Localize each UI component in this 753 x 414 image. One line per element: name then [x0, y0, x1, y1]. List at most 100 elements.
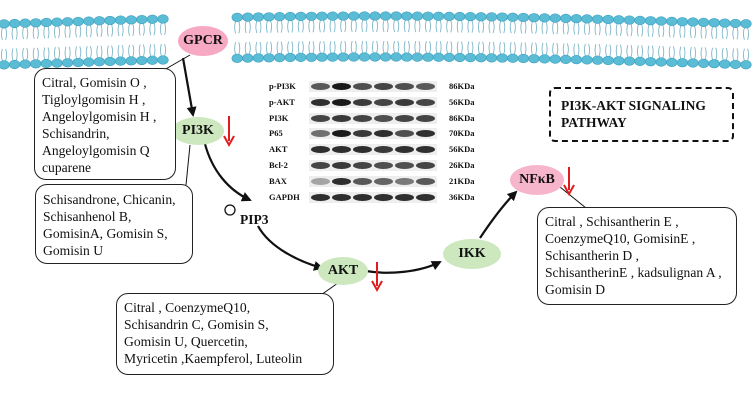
lipid-head	[443, 52, 455, 62]
lipid-head	[51, 58, 63, 68]
blot-band	[374, 98, 393, 106]
lipid-tail	[725, 47, 728, 61]
lipid-tail	[238, 21, 241, 34]
lipid-tail	[100, 45, 103, 58]
blot-band	[374, 130, 393, 138]
lipid-tail	[747, 27, 750, 40]
lipid-head	[337, 52, 349, 62]
lipid-tail	[344, 19, 347, 33]
lipid-tail	[630, 23, 633, 37]
lipid-tail	[53, 46, 56, 60]
lipid-tail	[725, 26, 728, 40]
compound-line: Schisanhenol B,	[43, 209, 132, 224]
nfkb-compound-box: Citral , Schisantherin E , CoenzymeQ10, …	[537, 207, 737, 305]
lipid-head	[358, 52, 371, 62]
lipid-tail	[424, 20, 427, 33]
lipid-tail	[689, 25, 692, 39]
lipid-tail	[248, 20, 251, 34]
lipid-head	[369, 11, 381, 21]
lipid-tail	[287, 41, 290, 54]
lipid-tail	[715, 47, 718, 60]
lipid-tail	[26, 48, 29, 61]
lipid-tail	[530, 21, 533, 34]
lipid-tail	[471, 20, 474, 33]
lipid-head	[486, 12, 498, 22]
lipid-head	[19, 59, 31, 69]
lipid-head	[697, 17, 710, 27]
lipid-tail	[329, 40, 332, 54]
lipid-tail	[26, 27, 29, 40]
lipid-tail	[32, 26, 35, 39]
blot-protein-label: Bcl-2	[269, 160, 288, 170]
lipid-head	[51, 17, 63, 27]
lipid-tail	[280, 20, 283, 33]
lipid-tail	[32, 47, 35, 60]
lipid-tail	[450, 20, 453, 33]
pip3-label: PIP3	[240, 212, 269, 227]
compound-line: Citral, Gomisin O ,	[42, 75, 147, 90]
blot-kda-label: 56KDa	[449, 96, 475, 107]
lipid-tail	[647, 45, 650, 58]
blot-lane	[309, 191, 437, 203]
lipid-tail	[0, 27, 3, 41]
compound-line: Gomisin U, Quercetin,	[124, 334, 248, 349]
lipid-tail	[53, 25, 56, 39]
lipid-tail	[503, 20, 506, 34]
lipid-head	[305, 52, 318, 62]
lipid-tail	[456, 41, 459, 54]
lipid-tail	[668, 46, 671, 59]
lipid-tail	[265, 41, 268, 54]
blot-band	[332, 98, 351, 106]
lipid-head	[295, 52, 307, 62]
lipid-head	[528, 13, 540, 23]
lipid-tail	[471, 41, 474, 54]
lipid-head	[284, 11, 296, 22]
lipid-tail	[658, 24, 661, 38]
lipid-tail	[68, 46, 71, 59]
lipid-head	[507, 12, 519, 22]
lipid-tail	[641, 24, 644, 37]
lipid-tail	[15, 48, 18, 61]
lipid-tail	[598, 44, 601, 57]
lipid-head	[316, 52, 328, 62]
lipid-tail	[403, 40, 406, 54]
lipid-tail	[732, 48, 735, 61]
lipid-head	[327, 52, 339, 62]
blot-kda-label: 56KDa	[449, 144, 475, 155]
blot-band	[332, 83, 351, 90]
lipid-head	[380, 52, 392, 62]
pip3-to-akt-arrow	[257, 225, 324, 271]
lipid-tail	[255, 41, 258, 55]
lipid-tail	[700, 26, 703, 39]
compound-line: Citral , Schisantherin E ,	[545, 214, 679, 229]
lipid-tail	[552, 42, 555, 56]
lipid-tail	[711, 26, 714, 39]
lipid-tail	[615, 44, 618, 57]
lipid-tail	[68, 25, 71, 38]
lipid-tail	[386, 19, 389, 33]
lipid-head	[316, 11, 328, 21]
lipid-tail	[552, 21, 555, 35]
lipid-head	[19, 18, 31, 28]
lipid-tail	[605, 23, 608, 36]
lipid-tail	[619, 44, 622, 57]
lipid-head	[581, 14, 593, 24]
blot-band	[332, 114, 351, 122]
lipid-head	[380, 11, 392, 21]
lipid-head	[666, 57, 678, 67]
lipid-tail	[456, 20, 459, 33]
blot-lane	[309, 175, 437, 187]
blot-band	[416, 146, 435, 154]
blot-kda-label: 21KDa	[449, 175, 475, 186]
compound-line: Schisantherin D ,	[545, 248, 640, 263]
lipid-tail	[128, 23, 131, 36]
lipid-head	[549, 13, 561, 23]
lipid-tail	[280, 41, 283, 54]
blot-band	[311, 130, 330, 138]
title-line: PATHWAY	[561, 115, 627, 130]
lipid-tail	[323, 41, 326, 54]
lipid-tail	[535, 21, 538, 34]
blot-band	[353, 83, 372, 90]
